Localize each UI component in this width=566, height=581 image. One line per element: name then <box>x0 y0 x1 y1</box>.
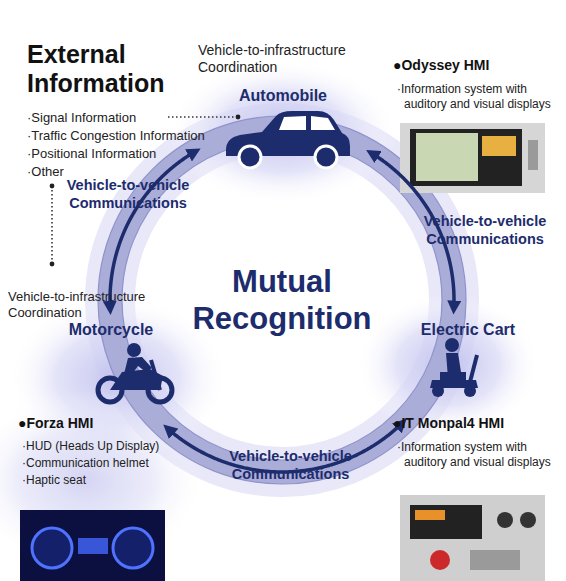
leader-dot <box>236 115 241 120</box>
rider-head <box>445 338 459 352</box>
photo-screen <box>410 505 482 539</box>
hmi-feature: ·Information system with auditory and vi… <box>397 440 566 470</box>
communication-arrow <box>166 421 403 472</box>
motorcycle-icon <box>98 343 172 402</box>
hmi-feature: ·Information system with auditory and vi… <box>397 82 566 112</box>
photo-detail <box>415 510 445 520</box>
list-item: ·Traffic Congestion Information <box>27 127 205 144</box>
vehicle-label: Automobile <box>200 86 366 106</box>
hmi-heading: ●Forza HMI <box>18 415 93 432</box>
photo-gauge <box>32 528 72 568</box>
photo-detail <box>78 538 108 554</box>
car-icon <box>226 111 350 168</box>
car-window <box>311 116 335 130</box>
photo-button <box>497 512 513 528</box>
list-item: ·Other <box>27 163 64 180</box>
vehicle-node: Electric Cart <box>404 314 532 418</box>
photo-frame <box>400 495 545 581</box>
leader-line <box>168 116 238 118</box>
leader-dot <box>50 262 55 267</box>
coordination-note: Vehicle-to-infrastructure Coordination <box>198 42 388 76</box>
hmi-feature: ·HUD (Heads Up Display) <box>22 439 159 454</box>
cart-wheel <box>464 385 476 397</box>
monpal-photo <box>400 495 545 581</box>
cart-wheel <box>432 385 444 397</box>
car-wheel <box>239 146 261 168</box>
photo-gauge <box>113 528 153 568</box>
edge-label: Vehicle-to-vehicle Communications <box>58 176 198 212</box>
photo-detail <box>528 140 538 170</box>
odyssey-photo <box>400 123 545 193</box>
communication-arrow <box>110 150 197 310</box>
leader-dot <box>50 184 55 189</box>
moto-fork <box>151 360 160 390</box>
photo-button <box>520 512 536 528</box>
section-heading: External Information <box>27 40 202 98</box>
hmi-heading: ●IT Monpal4 HMI <box>393 415 504 432</box>
hmi-heading: ●Odyssey HMI <box>393 57 489 74</box>
vehicle-node: Motorcycle <box>36 314 186 424</box>
photo-screen <box>410 129 522 186</box>
forza-photo <box>20 510 165 581</box>
coordination-note: Vehicle-to-infrastructure Coordination <box>8 289 173 321</box>
photo-map <box>416 133 478 181</box>
hmi-feature: ·Communication helmet <box>22 456 149 471</box>
photo-detail <box>470 550 520 570</box>
hmi-feature: ·Haptic seat <box>22 473 86 488</box>
vehicle-label: Motorcycle <box>36 320 186 340</box>
rider-body <box>124 357 152 374</box>
cart-icon <box>430 338 478 397</box>
edge-label: Vehicle-to-vehicle Communications <box>218 447 363 483</box>
cart-tiller <box>470 355 477 382</box>
vehicle-label: Electric Cart <box>404 320 532 340</box>
car-wheel <box>315 146 337 168</box>
rider-head <box>127 343 141 357</box>
photo-detail <box>482 136 516 156</box>
car-window <box>279 116 306 130</box>
leader-line <box>51 186 53 264</box>
photo-frame <box>400 123 545 193</box>
edge-label: Vehicle-to-vehicle Communications <box>410 212 560 248</box>
photo-button <box>430 550 450 570</box>
cart-seat <box>440 372 466 380</box>
list-item: ·Positional Information <box>27 145 156 162</box>
list-item: ·Signal Information <box>27 109 136 126</box>
photo-frame <box>20 510 165 581</box>
